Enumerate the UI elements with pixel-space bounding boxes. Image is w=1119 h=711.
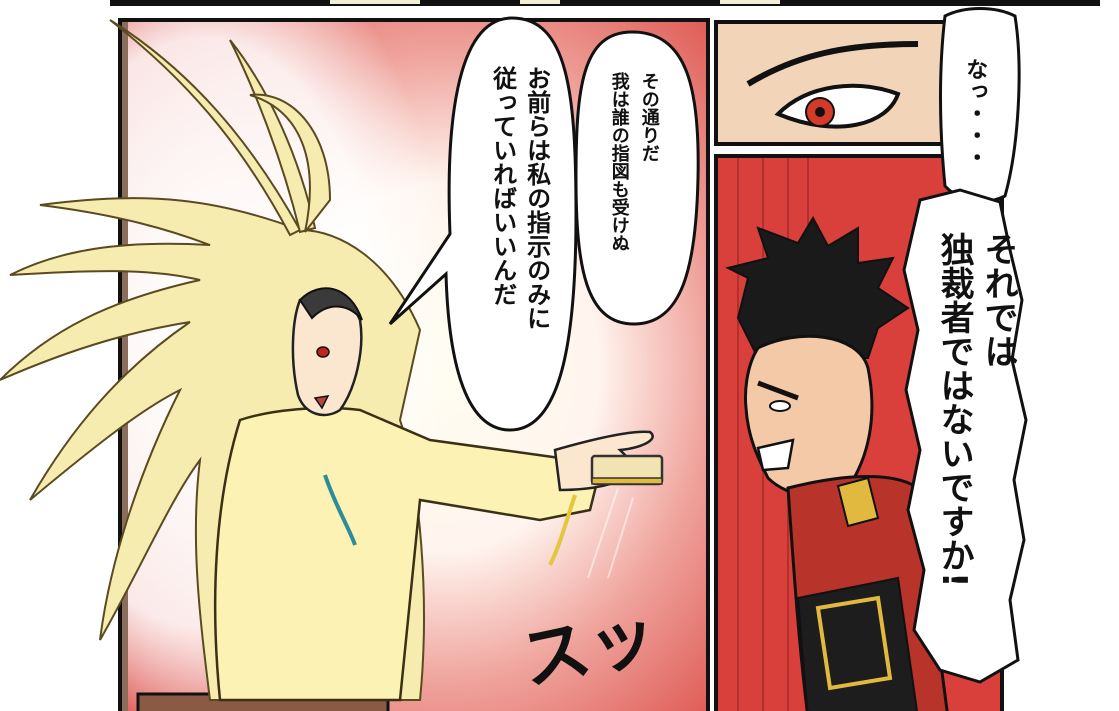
bubble-b-line2: 従っていればいいんだ xyxy=(488,66,517,306)
bubble-b-line1: お前らは私の指示のみに xyxy=(522,66,551,330)
pupil xyxy=(815,107,825,117)
eyebrow xyxy=(746,41,919,87)
spiky-hair xyxy=(725,215,910,359)
speech-bubble-c xyxy=(939,7,1021,203)
top-strip-gap xyxy=(720,0,780,4)
eye-outline xyxy=(774,83,901,129)
shouting-mouth xyxy=(756,438,795,472)
top-strip xyxy=(0,0,1119,10)
blonde-character xyxy=(0,19,664,702)
speech-bubble-a xyxy=(574,30,700,326)
collar-trim xyxy=(836,476,880,528)
angry-face xyxy=(744,334,874,499)
motion-lines xyxy=(587,487,634,579)
top-strip-gap xyxy=(330,0,420,4)
speech-bubble-b xyxy=(388,16,578,432)
red-eye xyxy=(316,346,330,358)
book-ribbon xyxy=(548,494,577,566)
yellow-robe xyxy=(213,406,602,702)
bubble-c-line1: なっ・・・ xyxy=(962,58,988,168)
sleeve-trim xyxy=(815,595,893,691)
dark-bangs xyxy=(298,287,363,321)
angry-eye xyxy=(769,400,791,412)
top-strip-block xyxy=(110,0,1100,6)
angry-brow xyxy=(757,380,799,401)
bubble-a-line1: その通りだ xyxy=(638,72,660,162)
speech-bubble-d xyxy=(902,188,1028,684)
necklace xyxy=(323,474,357,546)
panel-eye-art xyxy=(746,41,919,129)
book-edge xyxy=(591,477,663,485)
panel-angry-man-art xyxy=(725,158,949,711)
bubble-d-line1: それでは xyxy=(978,232,1019,368)
open-mouth xyxy=(313,395,330,410)
bubble-d-line2: 独裁者ではないですか! xyxy=(934,232,975,588)
bubble-a-line2: 我は誰の指図も受けぬ xyxy=(608,72,630,252)
background-pole xyxy=(122,22,128,711)
top-strip-gap xyxy=(520,0,560,4)
